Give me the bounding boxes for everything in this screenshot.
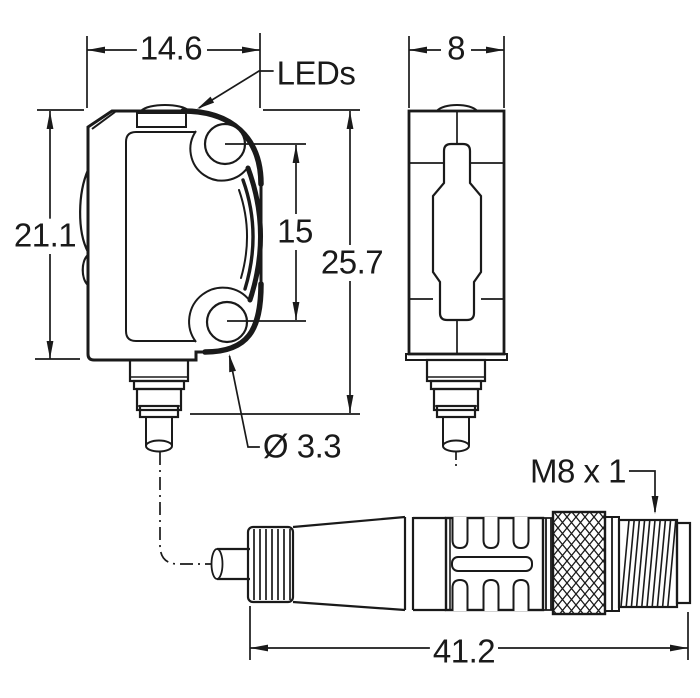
- hole-boss-bottom: [188, 286, 251, 343]
- inner-face-outline: [125, 131, 196, 342]
- dim-side-width: [408, 36, 505, 108]
- dim-label-front-width: 14.6: [136, 31, 206, 67]
- dim-label-connector-length: 41.2: [429, 634, 499, 670]
- connector-tip: [675, 521, 692, 605]
- dim-connector-length: [249, 606, 689, 660]
- knurled-nut: [551, 510, 607, 616]
- mounting-slot: [431, 142, 483, 322]
- cable: [210, 547, 250, 581]
- thread-spec-label: M8 x 1: [526, 454, 630, 490]
- side-parting-lines: [409, 162, 504, 300]
- strain-relief-ribs: [246, 525, 295, 604]
- dim-body-height: [35, 109, 84, 360]
- grip-slot-bottom: [451, 578, 469, 611]
- dim-label-hole-spacing: 15: [274, 214, 316, 250]
- corner-chamfer: [91, 111, 116, 130]
- side-bump-upper: [79, 169, 90, 253]
- cable-gland-front: [128, 358, 190, 453]
- neck-rings: [604, 516, 620, 612]
- side-view: [405, 104, 508, 466]
- grip-slot-top: [451, 517, 469, 550]
- spacer-ring: [543, 517, 553, 611]
- lens-arcs: [238, 165, 263, 303]
- grip-slot-bottom: [482, 578, 500, 611]
- cable-cap: [210, 548, 224, 580]
- leader-hole-diameter: [228, 354, 263, 448]
- grip-slot-bottom: [512, 578, 530, 611]
- dim-label-overall-height: 25.7: [317, 245, 387, 281]
- thread-section: [617, 518, 679, 609]
- grip-slot-top: [482, 517, 500, 550]
- front-view: [79, 104, 264, 565]
- strain-relief-cone: [292, 515, 446, 612]
- side-body-outline: [407, 109, 506, 356]
- hole-diameter-label: Ø 3.3: [259, 429, 345, 465]
- housing-edge-bottom-right: [202, 281, 264, 355]
- grip-slot-middle: [451, 556, 533, 572]
- dim-overall-height: [190, 109, 360, 415]
- led-dome-side: [436, 104, 478, 112]
- cable-end-side: [442, 439, 470, 453]
- hole-boss-top: [189, 130, 249, 182]
- dimension-annotations: [35, 33, 689, 660]
- leader-leds: [197, 70, 281, 109]
- led-window: [136, 112, 187, 128]
- grip-slot-top: [512, 517, 530, 550]
- dim-label-body-height: 21.1: [10, 218, 80, 254]
- mounting-hole-bottom: [205, 300, 249, 344]
- grip-section: [444, 516, 545, 612]
- cable-gland-side: [425, 358, 487, 453]
- dim-hole-spacing: [225, 143, 306, 322]
- centerline: [159, 452, 212, 565]
- leader-thread: [623, 470, 659, 514]
- cable-end-front: [145, 439, 173, 453]
- side-bump-lower: [81, 254, 89, 286]
- dim-label-side-width: 8: [444, 31, 468, 67]
- connector-view: [210, 510, 692, 616]
- leds-label: LEDs: [273, 56, 359, 92]
